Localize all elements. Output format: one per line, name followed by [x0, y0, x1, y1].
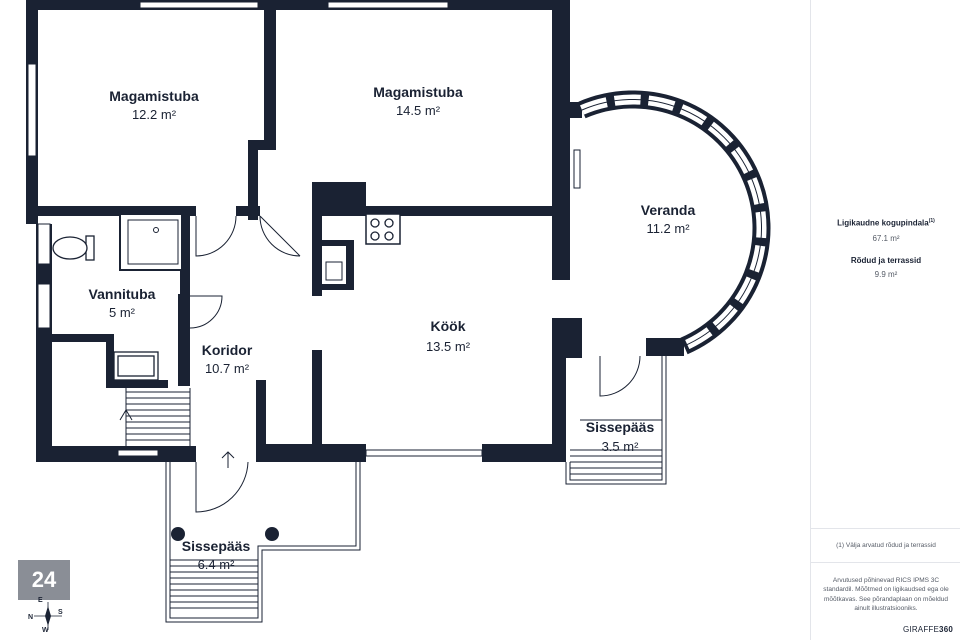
entrance-porch-left — [165, 462, 361, 623]
info-panel: Ligikaudne kogupindala(1) 67.1 m² Rõdud … — [810, 0, 960, 640]
interior-stairs — [119, 388, 191, 446]
room-name: Köök — [431, 318, 466, 334]
room-magamistuba-2: Magamistuba 14.5 m² — [373, 84, 463, 118]
floor-plan: Magamistuba 12.2 m² Magamistuba 14.5 m² … — [26, 0, 771, 623]
shower-icon — [119, 213, 183, 271]
panel-divider — [811, 562, 960, 563]
sink-basin — [325, 261, 343, 281]
room-name: Vannituba — [89, 286, 156, 302]
room-magamistuba-1: Magamistuba 12.2 m² — [109, 88, 199, 122]
room-area: 12.2 m² — [132, 107, 177, 122]
washbasin-icon — [113, 351, 159, 381]
room-sissepaas-right: Sissepääs 3.5 m² — [586, 419, 655, 454]
total-note-ref: (1) — [928, 218, 935, 224]
room-name: Magamistuba — [373, 84, 463, 100]
wall-pin — [36, 266, 52, 284]
veranda-arc — [578, 90, 771, 355]
room-area: 3.5 m² — [602, 439, 640, 454]
room-name: Magamistuba — [109, 88, 199, 104]
room-name: Sissepääs — [586, 419, 655, 435]
porch-post — [265, 527, 279, 541]
room-veranda: Veranda 11.2 m² — [641, 202, 696, 236]
room-name: Sissepääs — [182, 538, 251, 554]
room-area: 5 m² — [109, 305, 136, 320]
compass-e: E — [38, 597, 43, 604]
room-vannituba: Vannituba 5 m² — [89, 286, 156, 320]
entrance-porch-right — [565, 354, 667, 485]
room-area: 14.5 m² — [396, 103, 441, 118]
room-area: 13.5 m² — [426, 339, 471, 354]
terrace-value: 9.9 m² — [874, 270, 898, 279]
room-area: 11.2 m² — [646, 221, 690, 236]
total-area-value: 67.1 m² — [872, 234, 900, 243]
disclaimer: Arvutused põhinevad RICS IPMS 3C standar… — [823, 577, 949, 613]
stove-icon — [370, 218, 394, 241]
veranda-pillar — [552, 270, 570, 280]
room-name: Veranda — [641, 202, 696, 218]
compass-n: N — [28, 614, 34, 621]
brand-logo: GIRAFFE360 — [902, 625, 953, 634]
room-kook: Köök 13.5 m² — [426, 318, 471, 354]
listing-badge: 24 — [18, 560, 70, 600]
toilet-icon — [52, 235, 95, 261]
doors — [189, 215, 641, 513]
room-koridor: Koridor 10.7 m² — [202, 342, 253, 376]
footnote: (1) Välja arvatud rõdud ja terrassid — [836, 542, 936, 549]
room-area: 10.7 m² — [205, 361, 250, 376]
porch-post — [171, 527, 185, 541]
terrace-label: Rõdud ja terrassid — [850, 256, 922, 265]
room-area: 6.4 m² — [198, 557, 236, 572]
compass-s: S — [58, 609, 63, 616]
compass-w: W — [42, 627, 49, 634]
room-sissepaas-left: Sissepääs 6.4 m² — [182, 538, 251, 572]
room-name: Koridor — [202, 342, 253, 358]
panel-divider — [811, 528, 960, 529]
windows — [27, 1, 581, 457]
total-area-label: Ligikaudne kogupindala(1) — [837, 218, 935, 228]
compass-icon — [34, 602, 62, 630]
entry-arrow-icon — [221, 451, 235, 468]
